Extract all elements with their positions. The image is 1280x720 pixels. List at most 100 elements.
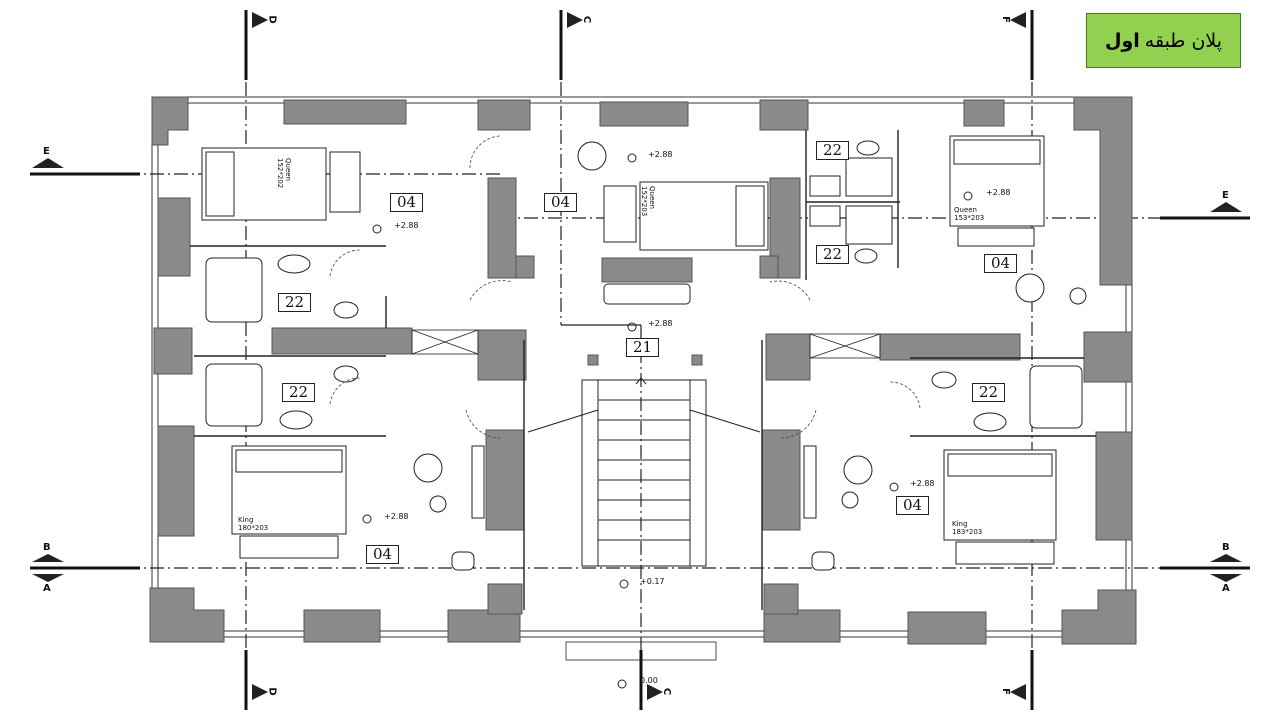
desk-1	[471, 445, 485, 519]
wall-mid-5	[477, 329, 527, 381]
partitions	[190, 130, 1096, 610]
bed-3-size: 153*203	[954, 214, 985, 222]
stair-outline	[581, 379, 707, 567]
section-arrow-left-e	[32, 158, 64, 168]
bed-3-name: Queen	[954, 206, 977, 214]
section-label-left-e: E	[43, 146, 50, 157]
side-table-3	[841, 491, 859, 509]
sofa-hall	[603, 283, 691, 305]
toilet-5	[854, 248, 878, 264]
wall-ne	[1073, 96, 1133, 286]
room-code-bedroom-4: 04	[366, 545, 400, 564]
section-label-right-b: B	[1222, 542, 1230, 553]
bed-2-name: Queen	[648, 186, 656, 209]
toilet-2	[333, 365, 359, 383]
section-arrow-right-b	[1210, 554, 1242, 562]
level-marker-7	[619, 579, 629, 589]
section-arrow-bottom-f	[1010, 684, 1026, 700]
room-code-hall: 21	[626, 338, 660, 357]
shaft-2-x2	[809, 333, 881, 359]
fixtures	[205, 140, 1083, 432]
bed-queen-1-pillows	[205, 151, 235, 217]
walls	[149, 96, 1137, 645]
section-arrow-top-d	[252, 12, 268, 28]
room-code-bath-3: 22	[816, 141, 850, 160]
section-label-top-d: D	[266, 15, 278, 24]
chair-2	[811, 551, 835, 571]
level-marker-8	[617, 679, 627, 689]
shaft-2	[809, 333, 881, 359]
wall-mid-6	[765, 333, 811, 381]
level-marker-1	[372, 224, 382, 234]
sink-5	[809, 205, 841, 227]
wall-top-3	[599, 101, 689, 127]
dresser-3	[957, 227, 1035, 247]
level-marker-3	[963, 191, 973, 201]
armchair-1	[577, 141, 607, 171]
section-arrow-bottom-d	[252, 684, 268, 700]
level-markers	[362, 153, 973, 689]
level-label-stair: +0.17	[640, 577, 665, 586]
wall-e-3	[1095, 431, 1133, 541]
shower-1	[845, 157, 893, 197]
room-code-bedroom-5: 04	[896, 496, 930, 515]
level-marker-5	[362, 514, 372, 524]
door-5	[469, 280, 513, 301]
section-label-left-a: A	[43, 583, 51, 594]
sink-3	[973, 412, 1007, 432]
level-label-6: +2.88	[910, 479, 935, 488]
bed-1-size: 152*202	[276, 158, 284, 189]
level-label-5: +2.88	[384, 512, 409, 521]
furniture	[239, 141, 1087, 571]
bed-4-name: King	[238, 516, 254, 524]
section-label-bottom-c: C	[661, 687, 673, 696]
bed-king-2-pillows	[947, 453, 1053, 477]
room-code-bedroom-1: 04	[390, 193, 424, 212]
dresser-4	[239, 535, 339, 559]
column-2	[691, 354, 703, 366]
door-4	[889, 381, 921, 409]
bed-label-4: King 180*203	[238, 516, 268, 532]
dresser-5	[955, 541, 1055, 565]
room-code-bath-1: 22	[278, 293, 312, 312]
wall-mid-7	[879, 333, 1021, 361]
wall-mid-4	[271, 327, 413, 355]
section-arrow-top-f	[1010, 12, 1026, 28]
section-label-bottom-f: F	[999, 688, 1011, 695]
room-code-bath-5: 22	[972, 383, 1006, 402]
chair-1	[451, 551, 475, 571]
sink-4	[809, 175, 841, 197]
wall-stair-r	[761, 429, 801, 531]
beds	[201, 135, 1057, 541]
door-1	[469, 135, 501, 169]
wall-w-1	[157, 197, 191, 277]
wall-mid-1	[487, 177, 517, 279]
armchair-4	[843, 455, 873, 485]
desk-2	[803, 445, 817, 519]
toilet-3	[931, 371, 957, 389]
level-label-entry: 0.00	[640, 676, 658, 685]
staircase	[527, 379, 761, 567]
stair-rail-r	[689, 409, 761, 433]
door-6	[769, 280, 811, 301]
wall-bottom-3b	[763, 583, 799, 615]
bed-5-size: 183*203	[952, 528, 983, 536]
wall-bottom-2	[447, 609, 521, 643]
door-7	[465, 409, 501, 439]
wall-nw-corner	[151, 96, 189, 146]
level-label-3: +2.88	[986, 188, 1011, 197]
wall-bottom-4	[907, 611, 987, 645]
section-markers	[30, 10, 1250, 710]
bed-queen-3-pillows	[953, 139, 1041, 165]
wall-w-2	[153, 327, 193, 375]
wall-bottom-3	[763, 609, 841, 643]
bed-king-1-pillows	[235, 449, 343, 473]
toilet-1	[333, 301, 359, 319]
entrance-step	[565, 641, 717, 661]
level-marker-4	[627, 322, 637, 332]
bed-label-5: King 183*203	[952, 520, 982, 536]
level-marker-2	[627, 153, 637, 163]
wall-bottom-1	[303, 609, 381, 643]
bed-label-1: Queen 152*202	[276, 158, 292, 188]
section-arrow-bottom-c	[647, 684, 663, 700]
